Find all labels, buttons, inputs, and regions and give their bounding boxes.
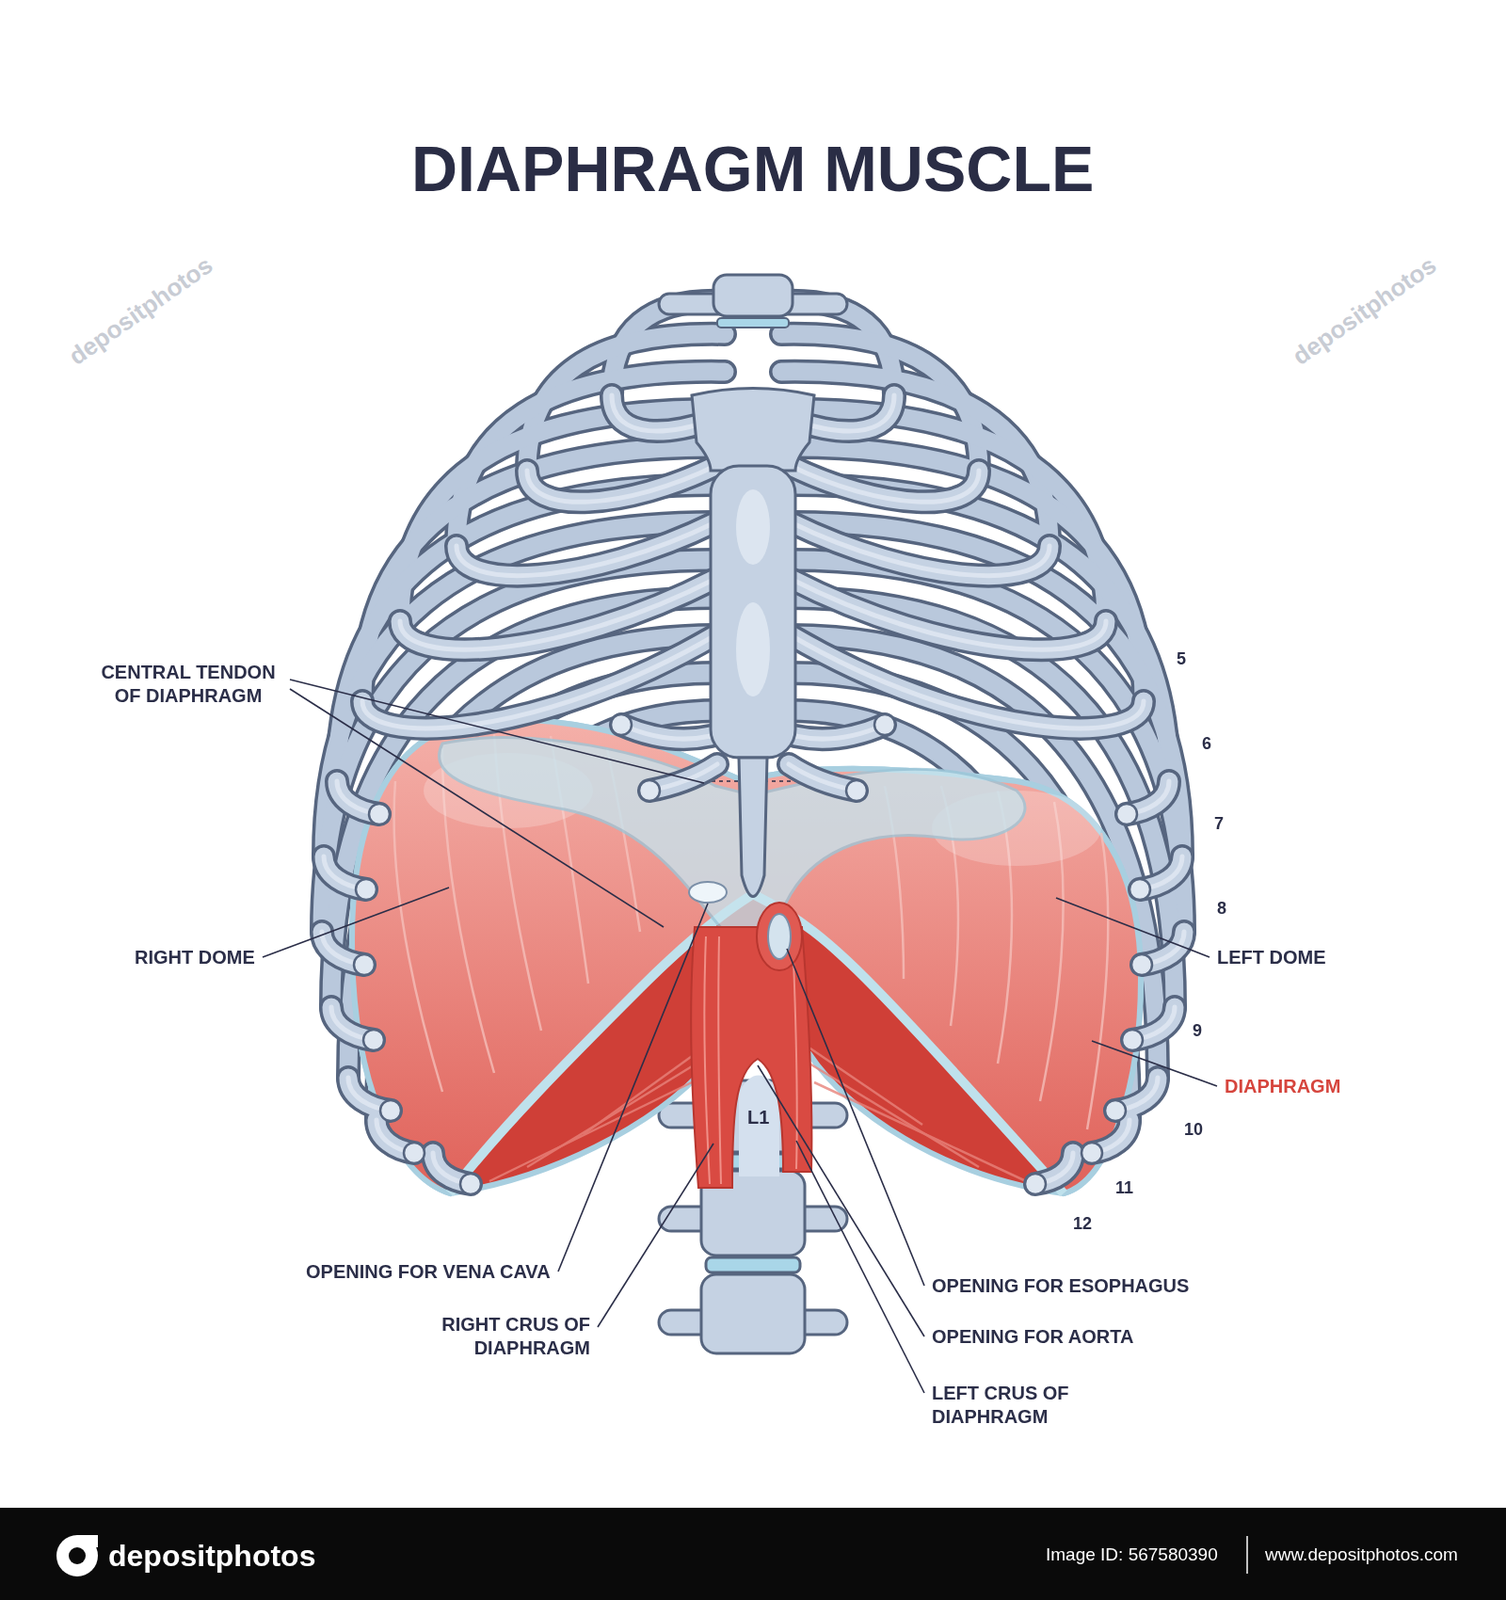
rib-number: 7 (1214, 813, 1224, 835)
rib-number: 11 (1115, 1177, 1134, 1200)
part-label: OPENING FOR AORTA (931, 1325, 1134, 1349)
part-label: OPENING FOR VENA CAVA (305, 1260, 551, 1284)
part-label: RIGHT CRUS OF DIAPHRAGM (430, 1313, 591, 1361)
rib-number: 6 (1201, 733, 1212, 755)
rib-number: 10 (1184, 1119, 1203, 1141)
part-label: OPENING FOR ESOPHAGUS (931, 1274, 1189, 1298)
part-label: LEFT CRUS OF DIAPHRAGM (931, 1381, 1092, 1429)
part-label: DIAPHRAGM (1224, 1074, 1341, 1099)
vertebra-label: L1 (747, 1105, 770, 1130)
rib-number: 9 (1192, 1020, 1202, 1042)
watermark: depositphotos (1286, 250, 1442, 372)
part-label: CENTRAL TENDON OF DIAPHRAGM (94, 660, 283, 708)
part-label: LEFT DOME (1217, 945, 1327, 970)
rib-number: 5 (1176, 648, 1186, 671)
footer-text: Image ID: 567580390 (1045, 1543, 1218, 1567)
watermark: depositphotos (63, 250, 219, 372)
rib-number: 12 (1073, 1213, 1092, 1235)
footer-logo: depositphotos (108, 1537, 316, 1575)
part-label: RIGHT DOME (134, 945, 256, 970)
footer-text: www.depositphotos.com (1265, 1543, 1458, 1567)
rib-number: 8 (1217, 897, 1227, 920)
diagram-title: DIAPHRAGM MUSCLE (411, 128, 1094, 209)
